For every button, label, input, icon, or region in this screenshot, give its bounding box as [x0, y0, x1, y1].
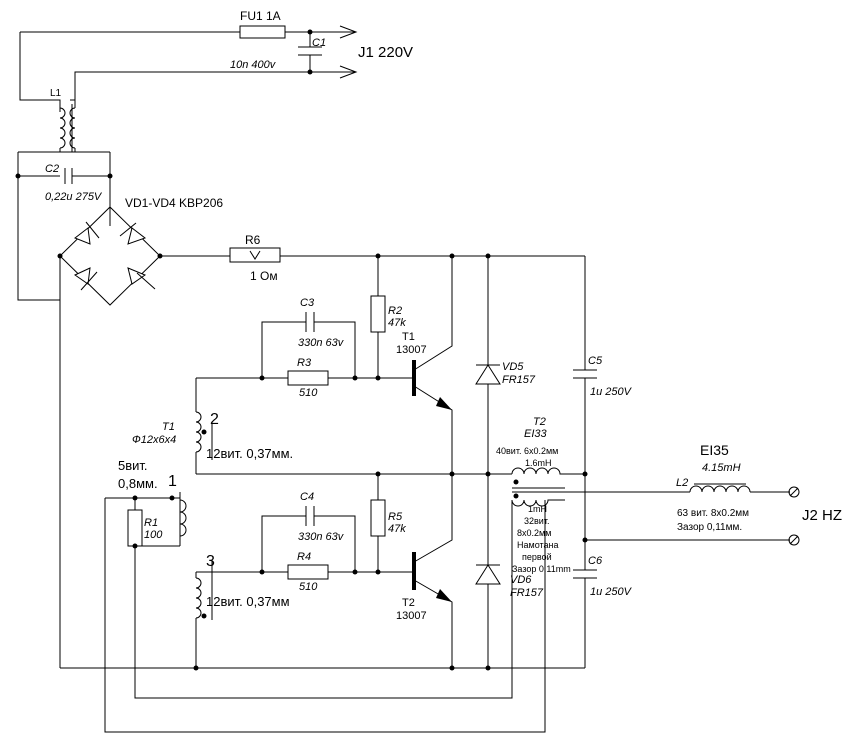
label-c3: C3 — [300, 297, 315, 309]
label-t1-part: 13007 — [396, 344, 427, 356]
lower-driver — [196, 474, 453, 668]
label-t2-transistor: T2 — [402, 597, 415, 609]
label-c6-value: 1u 250V — [590, 586, 633, 598]
resistor-r1 — [104, 497, 546, 733]
label-t2-primary: 40вит. 6х0.2мм — [496, 446, 558, 456]
label-vd5-value: FR157 — [502, 374, 536, 386]
output-transformer-t2 — [511, 467, 690, 507]
label-l2-inductance: 4.15mH — [702, 462, 741, 474]
label-t2-primary-l: 1.6mH — [525, 458, 552, 468]
label-winding-3: 3 — [206, 553, 215, 570]
label-t2-sec-gap: Зазор 0.11mm — [512, 564, 571, 574]
capacitor-c5 — [573, 256, 597, 474]
label-winding-3-desc: 12вит. 0,37мм — [206, 594, 290, 609]
label-t2-sec-l: 1mH — [528, 504, 547, 514]
label-c3-value: 330n 63v — [298, 337, 345, 349]
label-r1: R1 — [144, 517, 158, 529]
label-l2: L2 — [676, 477, 688, 489]
label-r4-value: 510 — [299, 581, 318, 593]
label-vd6: VD6 — [510, 574, 532, 586]
label-r3: R3 — [297, 357, 312, 369]
label-fu1: FU1 1A — [240, 9, 281, 23]
label-vd6-value: FR157 — [510, 587, 544, 599]
label-bridge: VD1-VD4 KBP206 — [125, 196, 223, 210]
label-c1-value: 10n 400v — [230, 59, 277, 71]
capacitor-c2 — [17, 152, 111, 301]
label-vd5: VD5 — [502, 361, 524, 373]
label-c2-value: 0,22u 275V — [45, 191, 103, 203]
label-c2: C2 — [45, 163, 59, 175]
inductor-l1 — [18, 100, 110, 153]
label-r6-value: 1 Ом — [250, 269, 278, 283]
resistor-r6 — [160, 247, 585, 263]
label-winding-2: 2 — [210, 411, 219, 428]
label-output-core: EI33 — [524, 428, 548, 440]
label-t1-transistor: T1 — [402, 331, 415, 343]
label-r5: R5 — [388, 511, 403, 523]
input-wires — [19, 25, 358, 108]
upper-driver — [196, 256, 453, 474]
label-c1: C1 — [312, 37, 326, 49]
label-j1: J1 220V — [358, 44, 413, 61]
label-winding-1-turns: 5вит. — [118, 458, 148, 473]
label-winding-1-wire: 0,8мм. — [118, 476, 158, 491]
label-c4-value: 330n 63v — [298, 531, 345, 543]
label-l2-core: EI35 — [700, 442, 729, 458]
label-r5-value: 47k — [388, 523, 406, 535]
label-t2-part: 13007 — [396, 610, 427, 622]
label-t2-sec-note1: Намотана — [517, 540, 559, 550]
diode-vd5 — [475, 256, 501, 474]
fuse-fu1 — [239, 25, 286, 39]
label-l2-gap: Зазор 0,11мм. — [677, 522, 742, 533]
label-l1: L1 — [50, 88, 62, 99]
label-c6: C6 — [588, 555, 603, 567]
label-c4: C4 — [300, 491, 314, 503]
label-r2-value: 47k — [388, 317, 406, 329]
label-r2: R2 — [388, 305, 402, 317]
label-l2-turns: 63 вит. 8х0.2мм — [677, 508, 749, 519]
capacitor-c6 — [573, 474, 597, 668]
label-c5: C5 — [588, 355, 603, 367]
label-r6: R6 — [245, 233, 261, 247]
label-output-transformer: T2 — [533, 416, 546, 428]
label-drive-transformer: T1 — [162, 421, 175, 433]
label-t2-sec-wire: 8х0.2мм — [517, 528, 551, 538]
label-r1-value: 100 — [144, 529, 163, 541]
capacitor-c1 — [298, 46, 322, 56]
diode-bridge — [59, 206, 161, 306]
label-j2: J2 HZ — [802, 507, 842, 524]
label-t2-sec-note2: первой — [522, 552, 552, 562]
drive-transformer-t1 — [179, 378, 213, 668]
label-winding-2-desc: 12вит. 0,37мм. — [206, 446, 293, 461]
label-winding-1: 1 — [168, 473, 177, 490]
diode-vd6 — [475, 474, 501, 668]
label-r3-value: 510 — [299, 387, 318, 399]
label-c5-value: 1u 250V — [590, 386, 633, 398]
inductor-l2 — [585, 483, 790, 541]
output-terminals-j2 — [788, 486, 800, 546]
label-r4: R4 — [297, 551, 311, 563]
label-drive-core: Ф12х6х4 — [132, 434, 176, 446]
label-t2-sec-turns: 32вит. — [524, 516, 549, 526]
